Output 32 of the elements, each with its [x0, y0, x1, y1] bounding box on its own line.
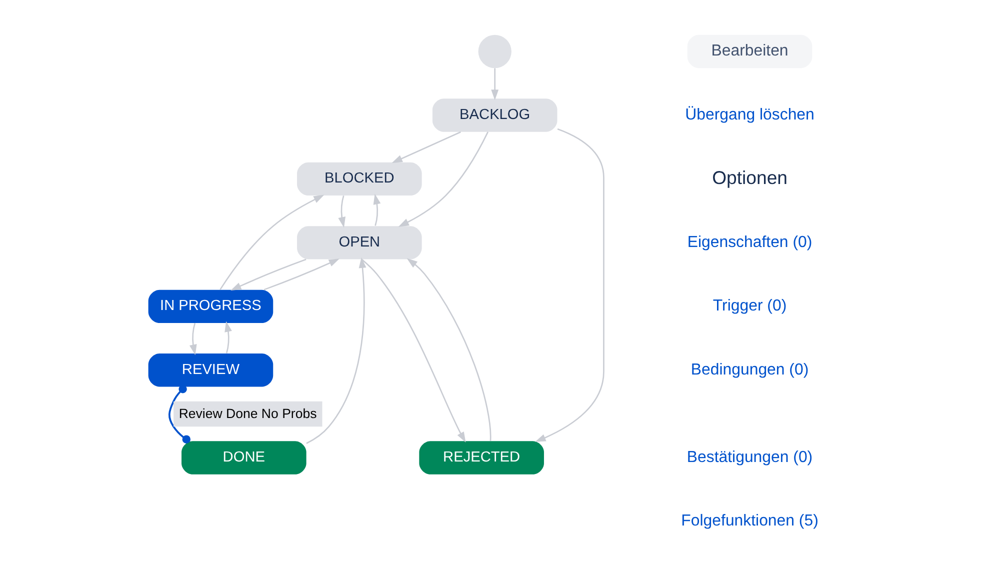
node-box: REJECTED	[419, 441, 544, 474]
label: Bearbeiten	[711, 42, 788, 60]
node-box: BACKLOG	[432, 98, 558, 132]
label: Folgefunktionen (5)	[681, 512, 818, 530]
arrow	[224, 321, 232, 354]
arrow	[264, 258, 340, 290]
label: Eigenschaften (0)	[687, 234, 812, 251]
edge-label: Review Done No Probs	[178, 406, 317, 421]
node-box: REVIEW	[148, 354, 274, 387]
label: Bestätigungen (0)	[686, 448, 813, 466]
node-box: OPEN	[297, 226, 422, 260]
label: Übergang löschen	[685, 106, 814, 124]
arrow	[491, 68, 499, 100]
label: Optionen	[712, 166, 788, 188]
label: Bedingungen (0)	[690, 361, 809, 378]
node-box: BLOCKED	[297, 162, 422, 196]
label: Trigger (0)	[712, 298, 787, 315]
node-box: IN PROGRESS	[148, 290, 274, 324]
connector	[168, 385, 190, 444]
arrow	[338, 196, 346, 228]
arrow	[189, 322, 197, 356]
arrow	[406, 258, 492, 441]
arrow	[373, 194, 381, 226]
arrow	[362, 259, 466, 443]
arrow	[535, 128, 604, 442]
arrow	[392, 131, 461, 164]
arrow	[398, 132, 488, 227]
arrow	[306, 257, 366, 444]
node-circle	[478, 34, 512, 68]
arrow	[220, 194, 324, 290]
node-box: DONE	[182, 441, 306, 474]
arrow	[230, 258, 306, 291]
